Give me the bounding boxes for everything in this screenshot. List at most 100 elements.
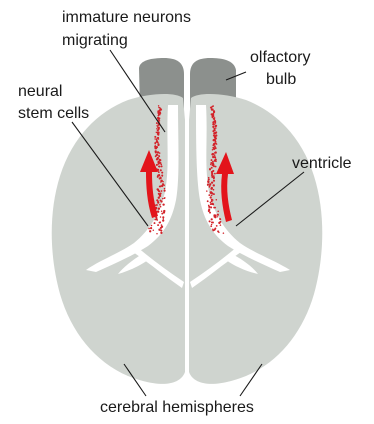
migrating-neuron-dot (208, 210, 210, 212)
migrating-neuron-dot (160, 227, 162, 229)
migrating-neuron-dot (151, 225, 153, 227)
migrating-neuron-dot (159, 204, 161, 206)
migrating-neuron-dot (154, 138, 155, 139)
migrating-neuron-dot (157, 151, 159, 153)
migrating-neuron-dot (210, 206, 212, 208)
migrating-neuron-dot (164, 197, 166, 199)
migrating-neuron-dot (214, 154, 216, 156)
migrating-neuron-dot (158, 138, 160, 140)
migrating-neuron-dot (150, 227, 152, 229)
migrating-neuron-dot (155, 151, 157, 153)
migrating-neuron-dot (161, 174, 163, 176)
migrating-neuron-dot (158, 197, 160, 199)
migrating-neuron-dot (160, 164, 162, 166)
label-olfactory-bulb-line1: olfactory (250, 49, 310, 66)
migrating-neuron-dot (162, 198, 164, 200)
migrating-neuron-dot (160, 200, 162, 202)
migrating-neuron-dot (214, 173, 216, 175)
migrating-neuron-dot (164, 188, 165, 189)
migrating-neuron-dot (218, 222, 220, 224)
migrating-neuron-dot (214, 157, 216, 159)
migrating-neuron-dot (213, 184, 215, 186)
migrating-neuron-dot (156, 219, 157, 220)
migrating-neuron-dot (209, 168, 211, 170)
migrating-neuron-dot (211, 171, 213, 173)
migrating-neuron-dot (211, 221, 213, 223)
migrating-neuron-dot (149, 230, 151, 232)
migrating-neuron-dot (208, 178, 210, 180)
migrating-neuron-dot (220, 224, 222, 226)
migrating-neuron-dot (211, 115, 213, 117)
label-immature-neurons-line1: immature neurons (62, 9, 191, 26)
migrating-neuron-dot (163, 211, 165, 213)
migrating-neuron-dot (154, 219, 156, 221)
migrating-neuron-dot (210, 225, 212, 227)
migrating-neuron-dot (210, 188, 212, 190)
migrating-neuron-dot (217, 214, 219, 216)
migrating-neuron-dot (207, 200, 209, 202)
migrating-neuron-dot (159, 195, 161, 197)
migrating-neuron-dot (208, 194, 210, 196)
migrating-neuron-dot (156, 122, 158, 124)
migrating-neuron-dot (156, 233, 157, 234)
migrating-neuron-dot (211, 224, 213, 226)
migrating-neuron-dot (215, 161, 216, 162)
label-immature-neurons-line2: migrating (62, 32, 128, 49)
migrating-neuron-dot (163, 184, 165, 186)
migrating-neuron-dot (217, 210, 219, 212)
migrating-neuron-dot (154, 142, 156, 144)
migrating-neuron-dot (161, 185, 163, 187)
migrating-neuron-dot (161, 190, 163, 192)
migrating-neuron-dot (154, 136, 156, 138)
migrating-neuron-dot (206, 190, 207, 191)
migrating-neuron-dot (158, 208, 160, 210)
migrating-neuron-dot (213, 128, 215, 130)
migrating-neuron-dot (158, 105, 159, 106)
migrating-neuron-dot (212, 149, 214, 151)
migrating-neuron-dot (219, 218, 221, 220)
migrating-neuron-dot (207, 181, 209, 183)
migrating-neuron-dot (212, 153, 214, 155)
migrating-neuron-dot (213, 180, 215, 182)
migrating-neuron-dot (211, 195, 213, 197)
migrating-neuron-dot (158, 107, 160, 109)
migrating-neuron-dot (207, 184, 209, 186)
migrating-neuron-dot (157, 224, 159, 226)
migrating-neuron-dot (163, 218, 164, 219)
migrating-neuron-dot (211, 181, 213, 183)
migrating-neuron-dot (159, 152, 161, 154)
migrating-neuron-dot (216, 199, 218, 201)
migrating-neuron-dot (215, 137, 217, 139)
migrating-neuron-dot (213, 229, 215, 231)
migrating-neuron-dot (160, 216, 162, 218)
cerebral-hemisphere-right (189, 94, 322, 384)
migrating-neuron-dot (158, 190, 160, 192)
migrating-neuron-dot (160, 108, 162, 110)
migrating-neuron-dot (214, 145, 216, 147)
migrating-neuron-dot (156, 138, 158, 140)
label-ventricle: ventricle (292, 155, 352, 172)
migrating-neuron-dot (162, 216, 164, 218)
migrating-neuron-dot (209, 212, 211, 214)
migrating-neuron-dot (156, 158, 158, 160)
migrating-neuron-dot (156, 128, 157, 129)
migrating-neuron-dot (213, 148, 215, 150)
migrating-neuron-dot (214, 139, 216, 141)
migrating-neuron-dot (214, 119, 215, 120)
migrating-neuron-dot (213, 177, 215, 179)
migrating-neuron-dot (213, 132, 215, 134)
migrating-neuron-dot (209, 186, 211, 188)
migrating-neuron-dot (210, 203, 212, 205)
migrating-neuron-dot (164, 190, 166, 192)
migrating-neuron-dot (156, 164, 158, 166)
migrating-neuron-dot (153, 230, 154, 231)
migrating-neuron-dot (158, 171, 160, 173)
migrating-neuron-dot (212, 126, 214, 128)
migrating-neuron-dot (213, 121, 214, 122)
migrating-neuron-dot (215, 125, 217, 127)
migrating-neuron-dot (160, 232, 162, 234)
migrating-neuron-dot (210, 164, 212, 166)
migrating-neuron-dot (157, 144, 159, 146)
migrating-neuron-dot (159, 159, 161, 161)
